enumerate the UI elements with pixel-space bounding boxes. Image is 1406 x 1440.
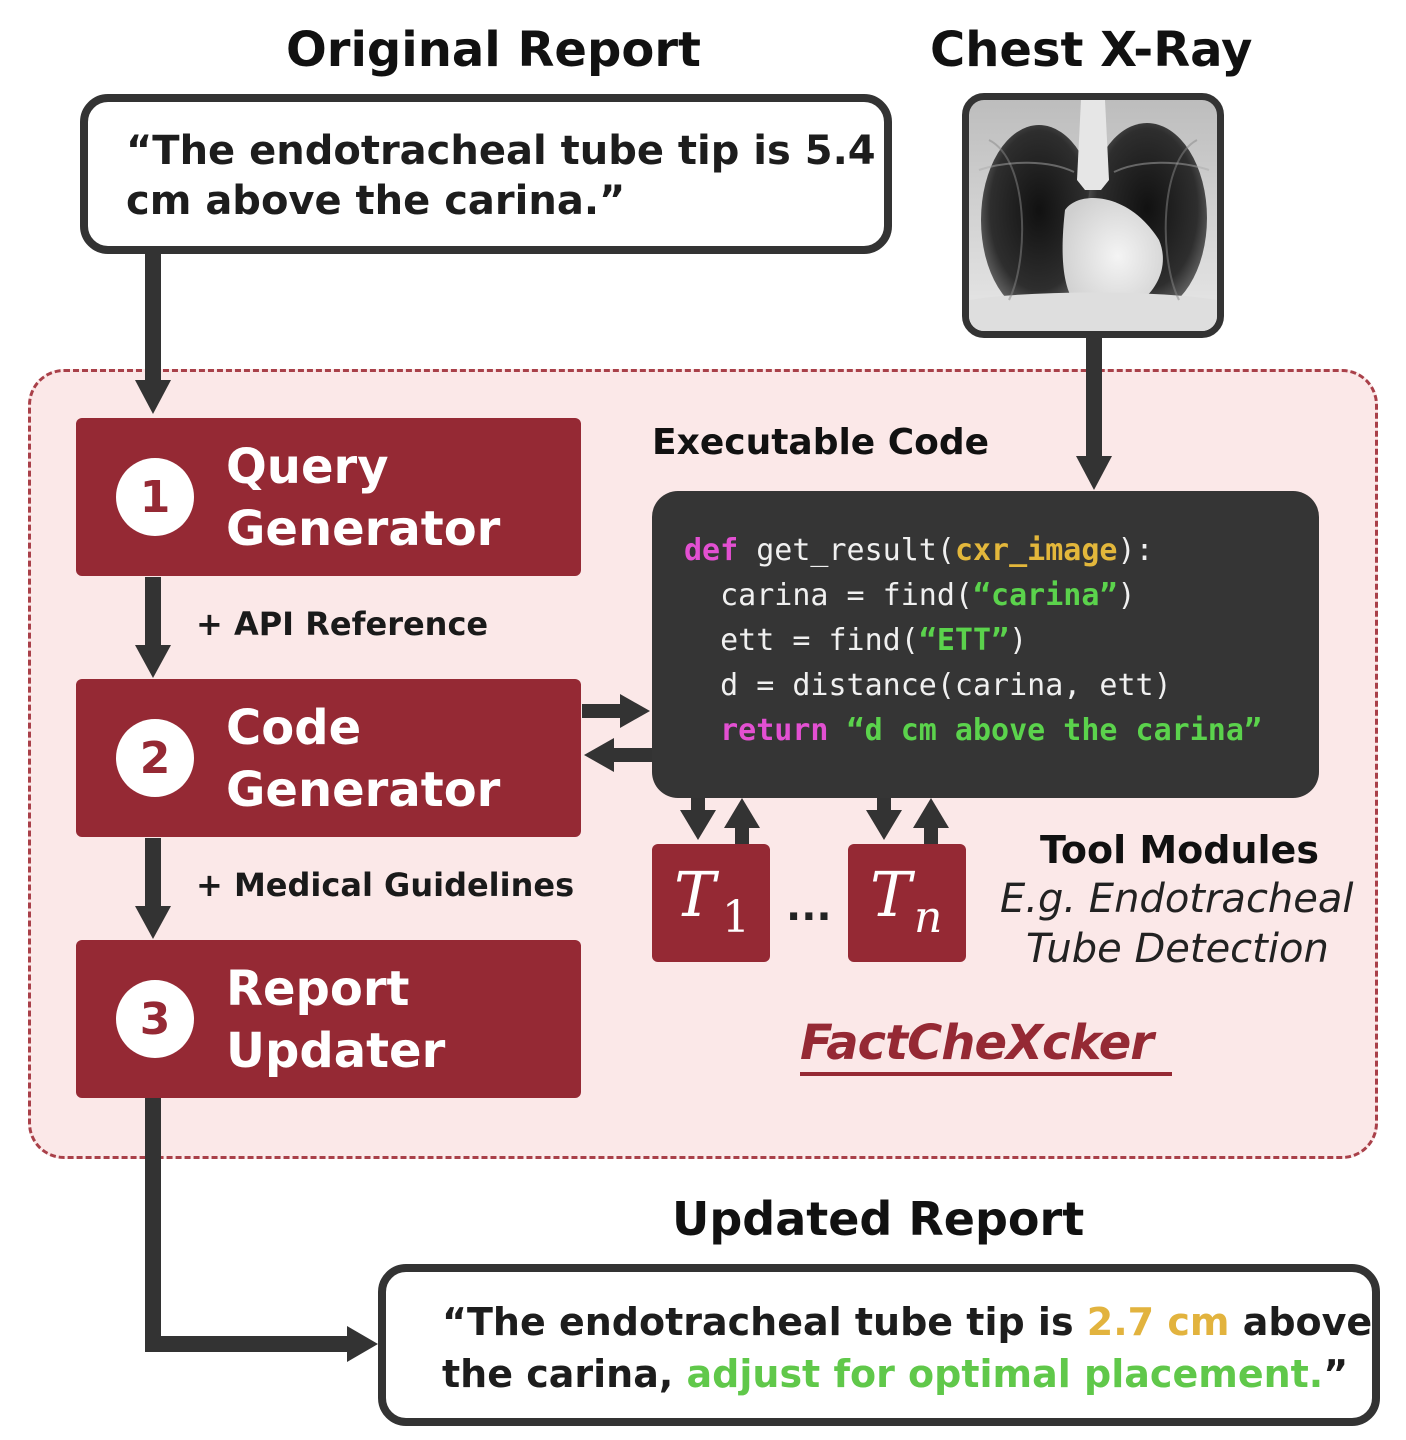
tool-n-subscript: n	[914, 892, 943, 943]
tool-module-tn: T n	[848, 844, 966, 962]
arrow-code-to-tn-head	[866, 810, 902, 840]
tool-modules-desc-line-1: E.g. Endotracheal	[1000, 876, 1354, 922]
arrow-report-to-query-shaft	[145, 254, 161, 384]
updated-distance-value: 2.7 cm	[1086, 1300, 1230, 1344]
medical-guidelines-note: + Medical Guidelines	[196, 866, 575, 904]
xray-illustration	[969, 100, 1217, 331]
arrow-query-to-code-head	[135, 645, 171, 678]
arrow-to-code-box-head	[620, 694, 650, 728]
code-line-2: carina = find(“carina”)	[684, 578, 1136, 613]
arrow-tn-to-code-head	[913, 798, 949, 828]
arrow-from-code-box-head	[584, 738, 614, 772]
updated-recommendation: adjust for optimal placement.	[686, 1352, 1324, 1396]
query-generator-label: Query Generator	[226, 436, 500, 560]
tool-modules-title: Tool Modules	[1040, 828, 1319, 872]
report-updater-module: 3 Report Updater	[76, 940, 581, 1098]
tool-modules-desc-line-2: Tube Detection	[1026, 926, 1329, 972]
arrow-report-to-query-head	[135, 380, 171, 414]
step-number-3: 3	[116, 980, 194, 1058]
code-line-1: def get_result(cxr_image):	[684, 533, 1154, 568]
updated-report-line-2: the carina, adjust for optimal placement…	[442, 1352, 1349, 1396]
factchexcker-brand: FactCheXcker	[800, 1015, 1154, 1071]
updated-report-box: “The endotracheal tube tip is 2.7 cm abo…	[378, 1264, 1380, 1426]
tools-ellipsis: ...	[786, 884, 832, 930]
code-generator-module: 2 Code Generator	[76, 679, 581, 837]
updated-report-heading: Updated Report	[672, 1192, 1085, 1246]
code-line-4: d = distance(carina, ett)	[684, 668, 1172, 703]
code-block: def get_result(cxr_image): carina = find…	[652, 491, 1319, 798]
original-report-box: “The endotracheal tube tip is 5.4 cm abo…	[80, 94, 892, 254]
tool-1-symbol: T	[674, 858, 716, 931]
code-line-3: ett = find(“ETT”)	[684, 623, 1028, 658]
arrow-code-to-t1-head	[680, 810, 716, 840]
original-report-line-2: cm above the carina.”	[126, 178, 626, 224]
chest-xray-image	[962, 93, 1224, 338]
arrow-xray-to-code-head	[1076, 456, 1112, 490]
module-3-line-2: Updater	[226, 1023, 446, 1079]
arrow-updater-to-report-head	[347, 1326, 378, 1362]
arrow-t1-to-code-head	[724, 798, 760, 828]
original-report-heading: Original Report	[286, 22, 701, 78]
original-report-line-1: “The endotracheal tube tip is 5.4	[126, 128, 876, 174]
api-reference-note: + API Reference	[196, 605, 489, 643]
arrow-code-to-updater-head	[135, 906, 171, 939]
code-generator-label: Code Generator	[226, 697, 500, 821]
module-1-line-2: Generator	[226, 501, 501, 557]
step-number-1: 1	[116, 458, 194, 536]
code-line-5: return “d cm above the carina”	[684, 713, 1262, 748]
module-2-line-1: Code	[226, 700, 362, 756]
tool-n-symbol: T	[870, 858, 912, 931]
module-3-line-1: Report	[226, 961, 410, 1017]
updated-report-line-1: “The endotracheal tube tip is 2.7 cm abo…	[442, 1300, 1373, 1344]
brand-underline	[800, 1072, 1172, 1076]
step-number-2: 2	[116, 719, 194, 797]
module-2-line-2: Generator	[226, 762, 501, 818]
query-generator-module: 1 Query Generator	[76, 418, 581, 576]
executable-code-heading: Executable Code	[652, 422, 990, 463]
report-updater-label: Report Updater	[226, 958, 445, 1082]
tool-module-t1: T 1	[652, 844, 770, 962]
chest-xray-heading: Chest X-Ray	[930, 22, 1253, 78]
tool-1-subscript: 1	[722, 892, 750, 943]
module-1-line-1: Query	[226, 439, 389, 495]
